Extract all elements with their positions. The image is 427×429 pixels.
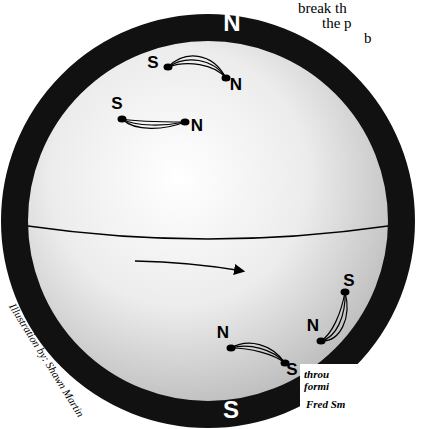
pole-dot [118, 64, 350, 367]
caption-fragment: throu [304, 368, 329, 380]
field-loop [122, 119, 185, 128]
pole-label: S [286, 361, 297, 379]
globe [27, 40, 389, 402]
pole-label: S [343, 272, 354, 290]
pole-label: N [307, 317, 319, 335]
pole-label: N [230, 76, 242, 94]
equator-line [28, 226, 388, 239]
body-text-fragment: the p [322, 15, 352, 31]
field-loop [168, 56, 226, 78]
body-text-fragment: break th [298, 0, 347, 16]
body-text-fragment: b [364, 30, 372, 46]
pole-label: S [111, 95, 122, 113]
author-fragment: Fred Sm [306, 398, 345, 410]
pole-label: S [147, 54, 158, 72]
caption-fragment: formi [304, 380, 329, 392]
field-loop [231, 343, 285, 363]
text-panel [300, 364, 427, 429]
ring-pole-letter: S [223, 397, 239, 422]
pole-label: N [191, 117, 203, 135]
rotation-arrow [135, 261, 243, 271]
outer-ring [15, 28, 402, 415]
field-loop [321, 292, 347, 341]
ring-pole-letter: N [223, 10, 240, 35]
pole-label: N [217, 324, 229, 342]
